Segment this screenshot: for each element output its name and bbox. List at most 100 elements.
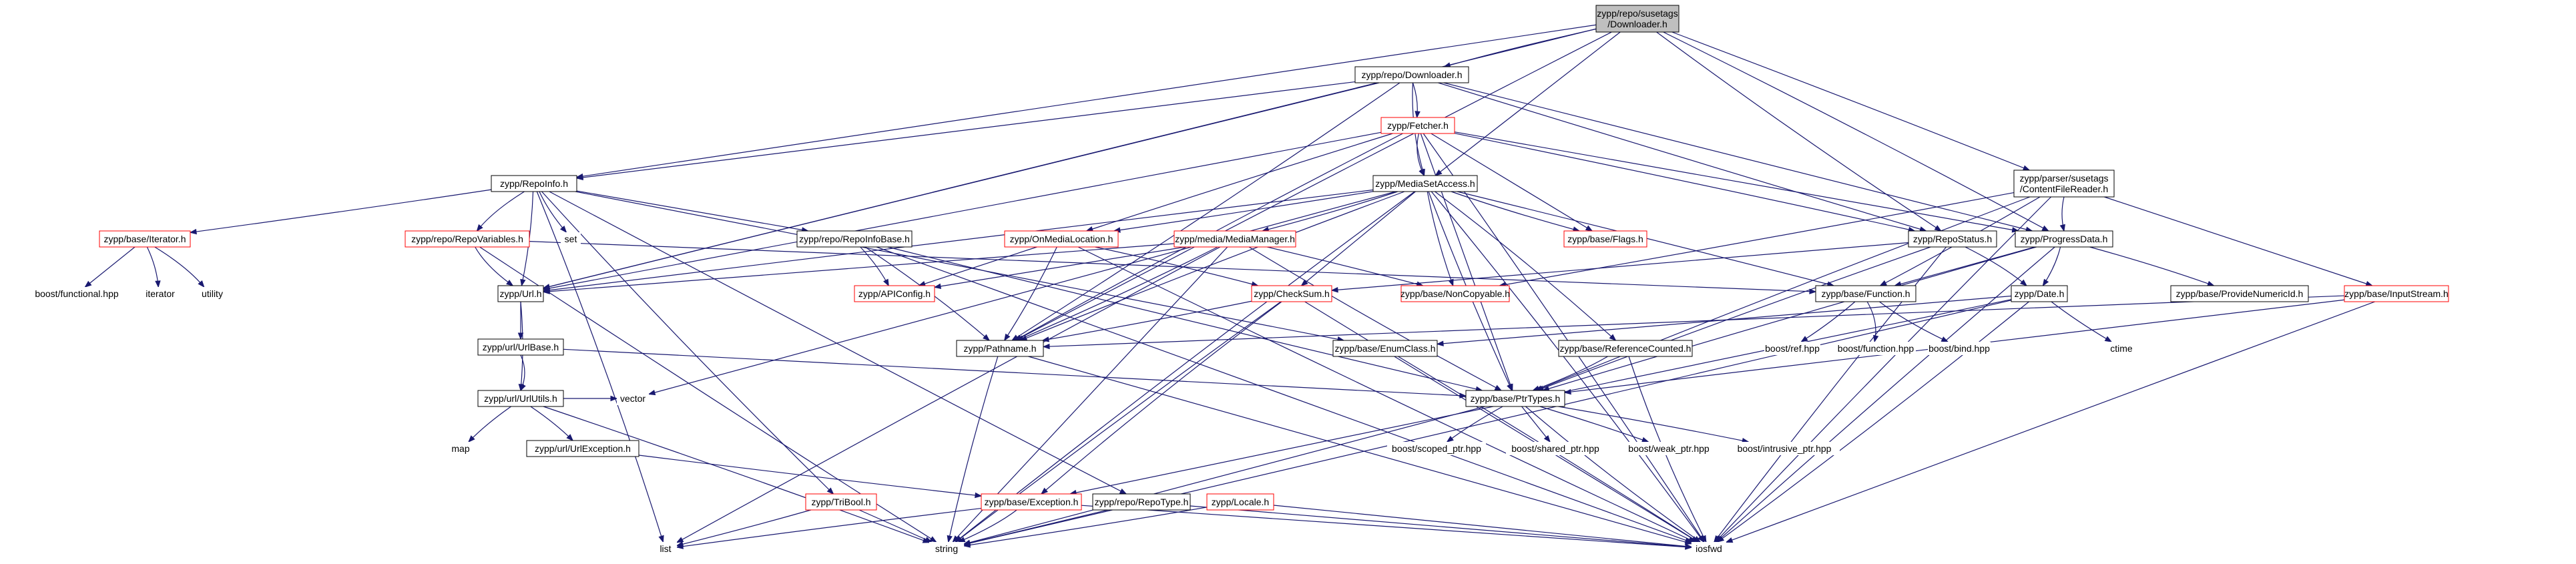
node-mediasetaccess[interactable]: zypp/MediaSetAccess.h — [1372, 175, 1478, 192]
node-label: map — [451, 443, 469, 454]
node-box — [1815, 285, 1916, 302]
node-urlutils[interactable]: zypp/url/UrlUtils.h — [477, 390, 564, 407]
edge-exception-to-string — [957, 509, 1017, 543]
edge-repovariables-to-function — [529, 241, 1817, 294]
node-utility: utility — [196, 287, 229, 300]
node-providenumericid[interactable]: zypp/base/ProvideNumericId.h — [2170, 285, 2309, 302]
node-box — [1380, 117, 1455, 134]
edge-function-to-boostbind — [1879, 301, 1949, 342]
node-iosfwd: iosfwd — [1692, 542, 1726, 555]
edge-mediamanager-to-pathname — [1016, 246, 1218, 341]
node-url[interactable]: zypp/Url.h — [497, 285, 544, 302]
node-background — [654, 542, 677, 555]
edge-mediamanager-to-apiconfig — [933, 246, 1186, 290]
node-label: zypp/base/PtrTypes.h — [1471, 393, 1561, 404]
node-label: zypp/base/ProvideNumericId.h — [2176, 288, 2304, 299]
edge-urlutils-to-urlexception — [530, 406, 574, 441]
node-map: map — [448, 442, 473, 455]
node-label: zypp/url/UrlBase.h — [483, 342, 559, 352]
node-urlbase[interactable]: zypp/url/UrlBase.h — [477, 338, 564, 356]
node-noncopyable[interactable]: zypp/base/NonCopyable.h — [1400, 285, 1510, 302]
node-fetcher[interactable]: zypp/Fetcher.h — [1380, 117, 1455, 134]
node-label: zypp/base/Iterator.h — [104, 234, 186, 244]
edge-inputstream-to-iosfwd — [1725, 301, 2375, 543]
node-list: list — [654, 542, 677, 555]
node-tribool[interactable]: zypp/TriBool.h — [805, 493, 877, 511]
node-downloader[interactable]: zypp/repo/Downloader.h — [1354, 66, 1469, 83]
node-repoinfo[interactable]: zypp/RepoInfo.h — [491, 175, 577, 192]
edge-urlutils-to-vector — [563, 395, 618, 402]
node-set: set — [561, 232, 581, 246]
edge-repoinfobase-to-ptrtypes — [887, 246, 1483, 392]
node-label: zypp/base/Function.h — [1821, 288, 1910, 299]
node-pathname[interactable]: zypp/Pathname.h — [956, 340, 1044, 357]
edge-tribool-to-string — [858, 509, 933, 543]
node-label: zypp/repo/susetags — [1597, 8, 1678, 19]
node-boostweak: boost/weak_ptr.hpp — [1624, 442, 1714, 455]
node-label: set — [565, 234, 577, 244]
node-box — [1400, 285, 1510, 302]
node-progressdata[interactable]: zypp/ProgressData.h — [2015, 230, 2113, 248]
node-boostref: boost/ref.hpp — [1764, 342, 1820, 355]
node-apiconfig[interactable]: zypp/APIConfig.h — [854, 285, 935, 302]
node-label: zypp/RepoInfo.h — [500, 178, 568, 189]
node-flags[interactable]: zypp/base/Flags.h — [1563, 230, 1647, 248]
node-label: zypp/MediaSetAccess.h — [1375, 178, 1475, 189]
node-label: vector — [620, 393, 646, 404]
node-box — [805, 493, 877, 511]
node-box — [854, 285, 935, 302]
node-box — [497, 285, 544, 302]
node-checksum[interactable]: zypp/CheckSum.h — [1251, 285, 1332, 302]
node-inputstream[interactable]: zypp/base/InputStream.h — [2344, 285, 2449, 302]
node-root[interactable]: zypp/repo/susetags/Downloader.h — [1595, 5, 1680, 33]
node-urlexception[interactable]: zypp/url/UrlException.h — [526, 440, 639, 457]
node-exception[interactable]: zypp/base/Exception.h — [981, 493, 1082, 511]
node-contentfilereader[interactable]: zypp/parser/susetags/ContentFileReader.h — [2013, 170, 2115, 198]
node-label: list — [660, 543, 671, 554]
edge-urlexception-to-exception — [638, 455, 983, 499]
edge-ptrtypes-to-boostshared — [1521, 406, 1551, 443]
edge-locale-to-iosfwd — [1273, 505, 1693, 549]
node-label: zypp/Fetcher.h — [1387, 120, 1449, 131]
node-onmedialocation[interactable]: zypp/OnMediaLocation.h — [1004, 230, 1119, 248]
node-date[interactable]: zypp/Date.h — [2011, 285, 2068, 302]
edge-downloader-to-repoinfo — [575, 81, 1356, 181]
edge-inputstream-to-pathname — [1042, 295, 2345, 350]
node-box — [2013, 170, 2115, 198]
node-repovariables[interactable]: zypp/repo/RepoVariables.h — [405, 230, 530, 248]
node-repotype[interactable]: zypp/repo/RepoType.h — [1092, 493, 1191, 511]
node-label: zypp/base/ReferenceCounted.h — [1560, 343, 1692, 354]
node-label: zypp/repo/RepoType.h — [1095, 497, 1189, 507]
node-referencecounted[interactable]: zypp/base/ReferenceCounted.h — [1558, 340, 1693, 357]
edge-locale-to-string — [963, 507, 1208, 548]
edge-mediamanager-to-list — [676, 246, 1221, 543]
edge-repoinfo-to-list — [536, 191, 664, 543]
node-iterator[interactable]: zypp/base/Iterator.h — [99, 230, 191, 248]
node-label: zypp/base/NonCopyable.h — [1400, 288, 1510, 299]
node-label: zypp/base/Exception.h — [985, 497, 1079, 507]
edge-fetcher-to-mediasetaccess — [1416, 133, 1425, 177]
node-locale[interactable]: zypp/Locale.h — [1206, 493, 1274, 511]
edge-mediasetaccess-to-noncopyable — [1427, 191, 1454, 287]
node-mediamanager[interactable]: zypp/media/MediaManager.h — [1174, 230, 1296, 248]
node-label: zypp/base/InputStream.h — [2344, 288, 2449, 299]
node-box — [981, 493, 1082, 511]
node-box — [1332, 340, 1438, 357]
edge-checksum-to-pathname — [1041, 300, 1252, 342]
node-repostatus[interactable]: zypp/RepoStatus.h — [1908, 230, 1997, 248]
node-label: zypp/OnMediaLocation.h — [1010, 234, 1113, 244]
node-background — [1387, 442, 1486, 455]
node-box — [477, 390, 564, 407]
node-box — [526, 440, 639, 457]
node-label: utility — [202, 288, 223, 299]
edge-fetcher-to-repostatus — [1454, 133, 1916, 233]
node-enumclass[interactable]: zypp/base/EnumClass.h — [1332, 340, 1438, 357]
node-repoinfobase[interactable]: zypp/repo/RepoInfoBase.h — [796, 230, 913, 248]
node-box — [1908, 230, 1997, 248]
node-label: zypp/Pathname.h — [964, 343, 1037, 354]
node-box — [1004, 230, 1119, 248]
node-box — [1092, 493, 1191, 511]
edge-progressdata-to-ptrtypes — [1541, 246, 2037, 392]
node-ptrtypes[interactable]: zypp/base/PtrTypes.h — [1465, 390, 1565, 407]
node-function[interactable]: zypp/base/Function.h — [1815, 285, 1916, 302]
